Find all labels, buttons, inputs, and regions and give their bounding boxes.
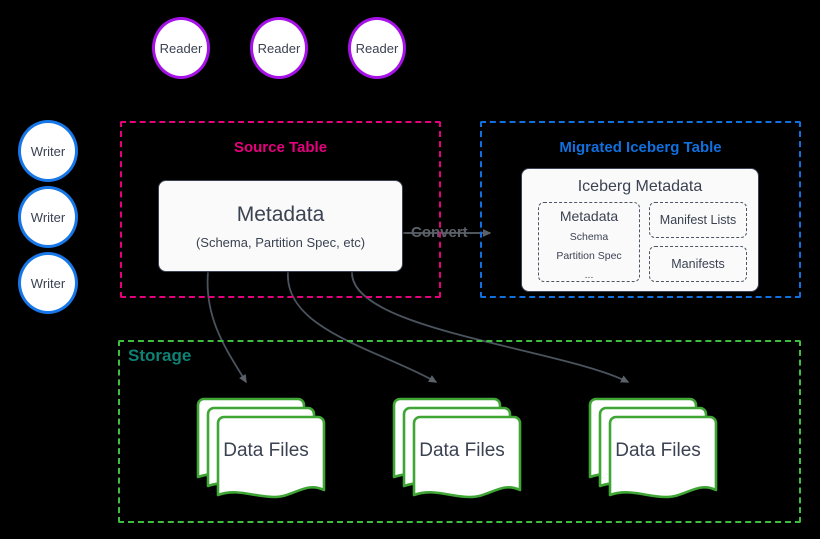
writer-label: Writer bbox=[30, 143, 66, 159]
source-metadata-card[interactable]: Metadata (Schema, Partition Spec, etc) bbox=[158, 180, 403, 272]
manifests-box[interactable]: Manifests bbox=[649, 246, 747, 282]
data-files-icon bbox=[588, 397, 718, 499]
reader-label: Reader bbox=[159, 40, 203, 56]
iceberg-metadata-box-line-3: ... bbox=[584, 269, 594, 281]
source-table-group bbox=[120, 121, 441, 298]
writer-node-1[interactable]: Writer bbox=[18, 120, 78, 182]
writer-label: Writer bbox=[30, 209, 66, 225]
manifest-lists-box[interactable]: Manifest Lists bbox=[649, 202, 747, 238]
manifests-label: Manifests bbox=[671, 257, 725, 271]
manifest-lists-label: Manifest Lists bbox=[659, 213, 737, 227]
reader-node-3[interactable]: Reader bbox=[348, 17, 406, 79]
iceberg-metadata-box-line-1: Schema bbox=[569, 231, 609, 243]
source-metadata-subtitle: (Schema, Partition Spec, etc) bbox=[195, 234, 366, 250]
writer-node-2[interactable]: Writer bbox=[18, 186, 78, 248]
convert-label: Convert bbox=[411, 224, 468, 241]
iceberg-table-title: Migrated Iceberg Table bbox=[559, 139, 722, 156]
reader-label: Reader bbox=[355, 40, 399, 56]
iceberg-metadata-box-title: Metadata bbox=[559, 208, 619, 224]
source-table-title: Source Table bbox=[233, 139, 328, 156]
reader-label: Reader bbox=[257, 40, 301, 56]
data-files-stack-1[interactable]: Data Files bbox=[196, 396, 336, 504]
reader-node-1[interactable]: Reader bbox=[152, 17, 210, 79]
storage-group bbox=[118, 340, 801, 523]
data-files-icon bbox=[196, 397, 326, 499]
reader-node-2[interactable]: Reader bbox=[250, 17, 308, 79]
writer-label: Writer bbox=[30, 275, 66, 291]
data-files-stack-3[interactable]: Data Files bbox=[588, 396, 728, 504]
data-files-icon bbox=[392, 397, 522, 499]
iceberg-table-group bbox=[480, 121, 801, 298]
source-metadata-title: Metadata bbox=[236, 203, 325, 227]
storage-title: Storage bbox=[128, 346, 192, 365]
iceberg-metadata-card[interactable]: Iceberg Metadata Metadata Schema Partiti… bbox=[521, 168, 759, 292]
iceberg-metadata-box[interactable]: Metadata Schema Partition Spec ... bbox=[538, 202, 640, 282]
iceberg-metadata-box-line-2: Partition Spec bbox=[556, 250, 622, 262]
iceberg-metadata-card-title: Iceberg Metadata bbox=[577, 178, 703, 195]
data-files-stack-2[interactable]: Data Files bbox=[392, 396, 532, 504]
writer-node-3[interactable]: Writer bbox=[18, 252, 78, 314]
